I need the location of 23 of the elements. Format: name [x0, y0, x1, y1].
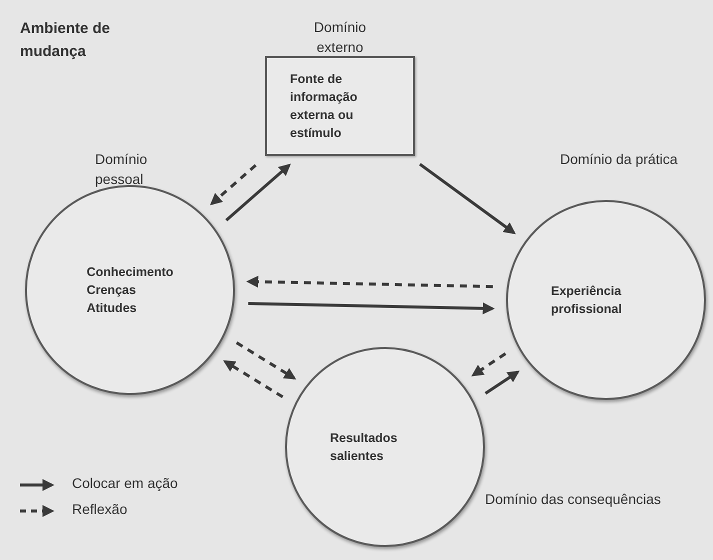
node-text: Fonte de informação externa ou estímulo	[290, 70, 358, 142]
arrow	[248, 302, 495, 314]
arrow	[236, 341, 296, 380]
legend-text: Colocar em ação	[72, 475, 178, 491]
arrow	[419, 162, 516, 234]
node-text: Atitudes	[86, 300, 137, 318]
domain-label: Domínio externo	[312, 18, 368, 57]
legend-text: Reflexão	[72, 501, 128, 517]
domain-label: Domínio das consequências	[485, 490, 662, 509]
arrow	[471, 352, 506, 376]
node-text: Resultados salientes	[330, 430, 398, 465]
domain-label: Domínio pessoal	[95, 150, 148, 189]
arrow	[223, 360, 284, 398]
node-text: Experiência profissional	[551, 282, 623, 318]
node-text: Conhecimento	[86, 264, 174, 281]
node-text: Crenças	[86, 282, 136, 299]
arrow	[246, 276, 493, 288]
source-box	[265, 56, 415, 156]
domain-label: Domínio da prática	[560, 150, 679, 169]
arrow	[225, 164, 291, 222]
arrow	[484, 370, 520, 395]
arrow	[210, 164, 257, 206]
context-label: Ambiente de mudança	[20, 19, 112, 62]
